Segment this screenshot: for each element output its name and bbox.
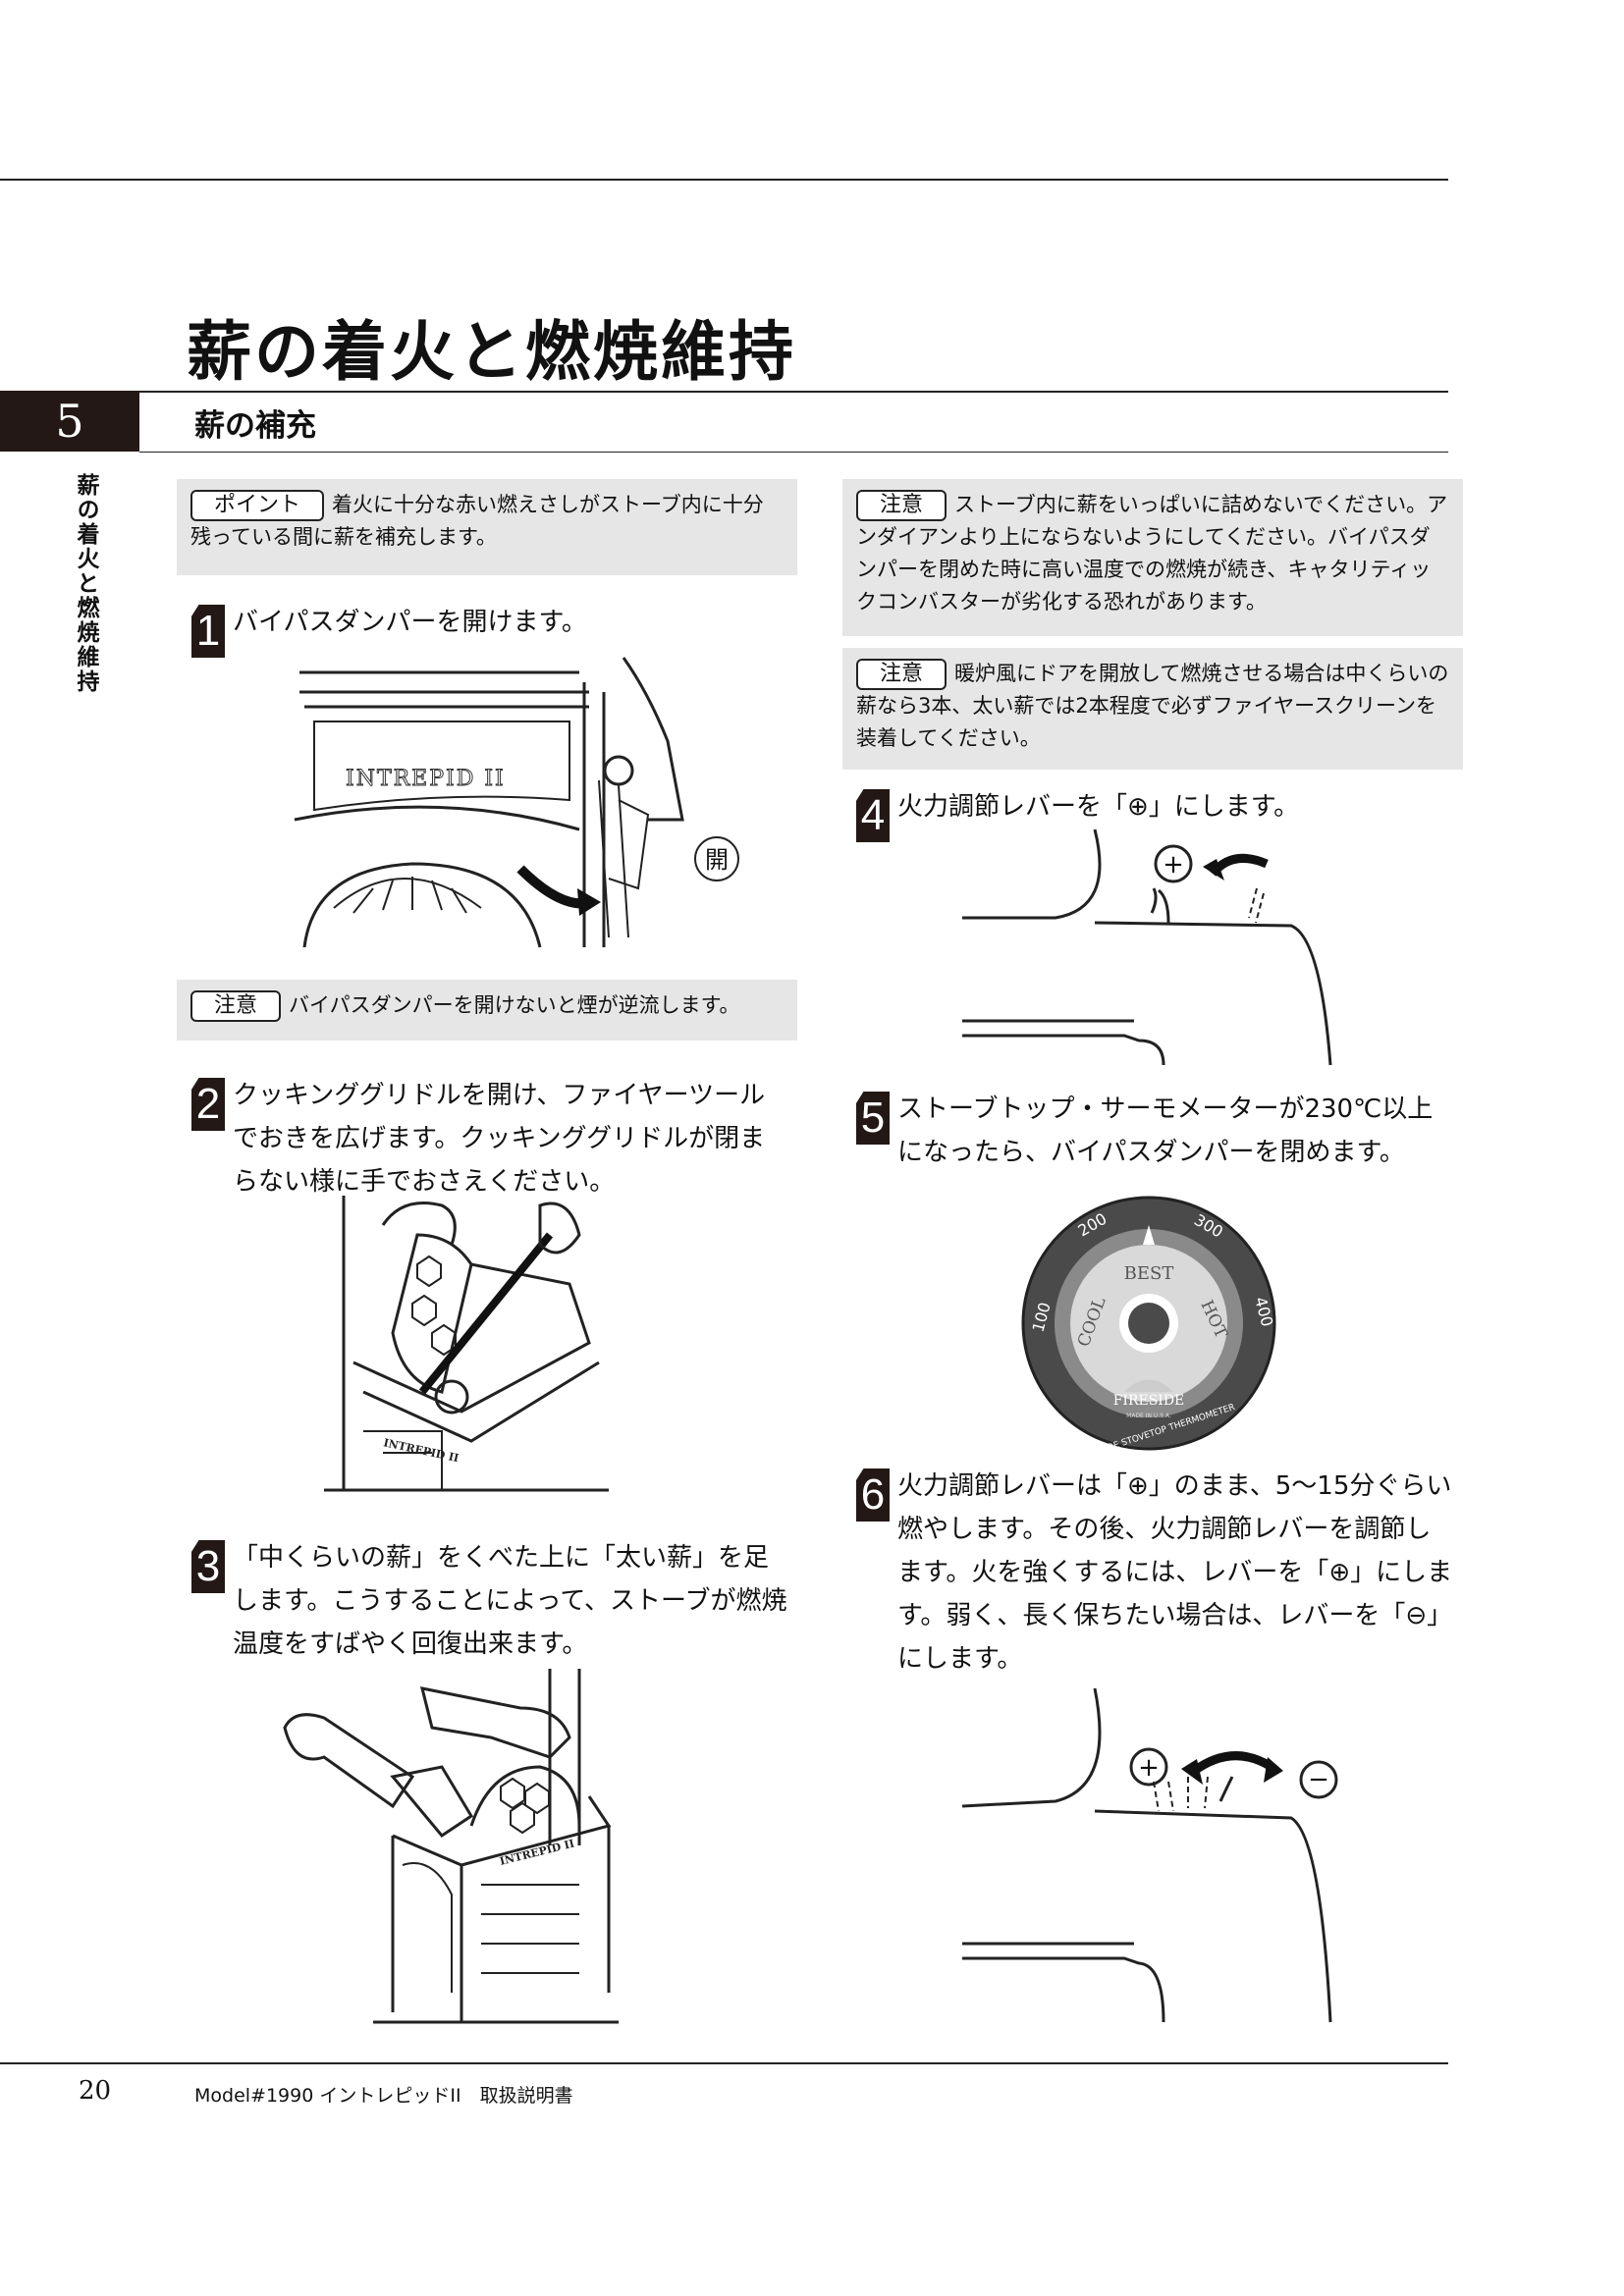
step-4: 4 火力調節レバーを「⊕」にします。 (856, 785, 1445, 842)
step-2-text: クッキンググリドルを開け、ファイヤーツールでおきを広げます。クッキンググリドルが… (233, 1081, 766, 1197)
step-6-text: 火力調節レバーは「⊕」のまま、5～15分ぐらい燃やします。その後、火力調節レバー… (897, 1471, 1453, 1674)
illustration-griddle-tool: INTREPID II (324, 1196, 609, 1492)
step-1-text: バイパスダンパーを開けます。 (233, 608, 587, 637)
step-4-text: 火力調節レバーを「⊕」にします。 (897, 792, 1300, 822)
stove-brand-label-3: INTREPID II (499, 1837, 576, 1867)
step-4-number: 4 (856, 789, 890, 842)
minus-symbol: − (1308, 1765, 1329, 1794)
page-title: 薪の着火と燃焼維持 (187, 313, 796, 390)
caution-text-3: 暖炉風にドアを開放して燃焼させる場合は中くらいの薪なら3本、太い薪では2本程度で… (856, 662, 1449, 750)
section-rule (0, 391, 1448, 393)
point-tag: ポイント (190, 490, 325, 521)
step-5: 5 ストーブトップ・サーモメーターが230℃以上になったら、バイパスダンパーを閉… (856, 1088, 1455, 1174)
step-5-text: ストーブトップ・サーモメーターが230℃以上になったら、バイパスダンパーを閉めま… (897, 1095, 1434, 1167)
step-2: 2 クッキンググリドルを開け、ファイヤーツールでおきを広げます。クッキンググリド… (191, 1074, 790, 1203)
page-number: 20 (79, 2076, 112, 2106)
point-note: ポイント着火に十分な赤い燃えさしがストーブ内に十分残っている間に薪を補充します。 (177, 479, 797, 575)
step-3-text: 「中くらいの薪」をくべた上に「太い薪」を足します。こうすることによって、ストーブ… (233, 1543, 787, 1659)
caution-note-1: 注意バイパスダンパーを開けないと煙が逆流します。 (177, 980, 797, 1041)
illustration-bypass-damper: INTREPID II 開 (294, 657, 739, 948)
step-5-number: 5 (856, 1092, 890, 1145)
thermo-zone-best: BEST (1124, 1263, 1174, 1284)
caution-tag-2: 注意 (856, 490, 947, 521)
illustration-adding-logs: INTREPID II (283, 1669, 619, 2024)
illustration-thermometer: 100 200 300 400 COOL BEST HOT FIRESIDE M… (1021, 1196, 1276, 1462)
step-1: 1 バイパスダンパーを開けます。 (191, 601, 781, 658)
step-6: 6 火力調節レバーは「⊕」のまま、5～15分ぐらい燃やします。その後、火力調節レ… (856, 1465, 1455, 1681)
plus-symbol: + (1163, 850, 1184, 880)
caution-note-2: 注意ストーブ内に薪をいっぱいに詰めないでください。アンダイアンより上にならないよ… (842, 479, 1463, 636)
caution-text-1: バイパスダンパーを開けないと煙が逆流します。 (289, 993, 740, 1017)
caution-text-2: ストーブ内に薪をいっぱいに詰めないでください。アンダイアンより上にならないように… (856, 493, 1448, 614)
step-2-number: 2 (191, 1078, 225, 1131)
caution-tag-1: 注意 (190, 990, 282, 1022)
section-number: 5 (0, 391, 139, 452)
footer-text: Model#1990 イントレピッドII 取扱説明書 (194, 2085, 573, 2107)
step-1-number: 1 (191, 605, 225, 658)
open-label: 開 (705, 846, 729, 874)
caution-note-3: 注意暖炉風にドアを開放して燃焼させる場合は中くらいの薪なら3本、太い薪では2本程… (842, 648, 1463, 770)
illustration-lever-plus: + (962, 828, 1332, 1066)
step-3-number: 3 (191, 1540, 225, 1593)
section-title: 薪の補充 (194, 408, 316, 444)
header-rule (0, 179, 1448, 181)
plus-symbol-2: + (1138, 1753, 1160, 1783)
illustration-lever-adjust: + − (961, 1687, 1338, 2023)
thermo-made-in: MADE IN U.S.A. (1126, 1413, 1171, 1419)
step-6-number: 6 (856, 1468, 890, 1522)
section-underline (139, 452, 1448, 453)
step-3: 3 「中くらいの薪」をくべた上に「太い薪」を足します。こうすることによって、スト… (191, 1536, 790, 1666)
side-label: 薪の着火と燃焼維持 (73, 473, 99, 694)
caution-tag-3: 注意 (856, 659, 947, 690)
stove-brand-label: INTREPID II (346, 767, 506, 791)
thermo-brand: FIRESIDE (1113, 1393, 1185, 1409)
footer-rule (0, 2062, 1448, 2064)
point-text: 着火に十分な赤い燃えさしがストーブ内に十分残っている間に薪を補充します。 (190, 493, 764, 549)
stove-brand-label-2: INTREPID II (382, 1436, 460, 1465)
